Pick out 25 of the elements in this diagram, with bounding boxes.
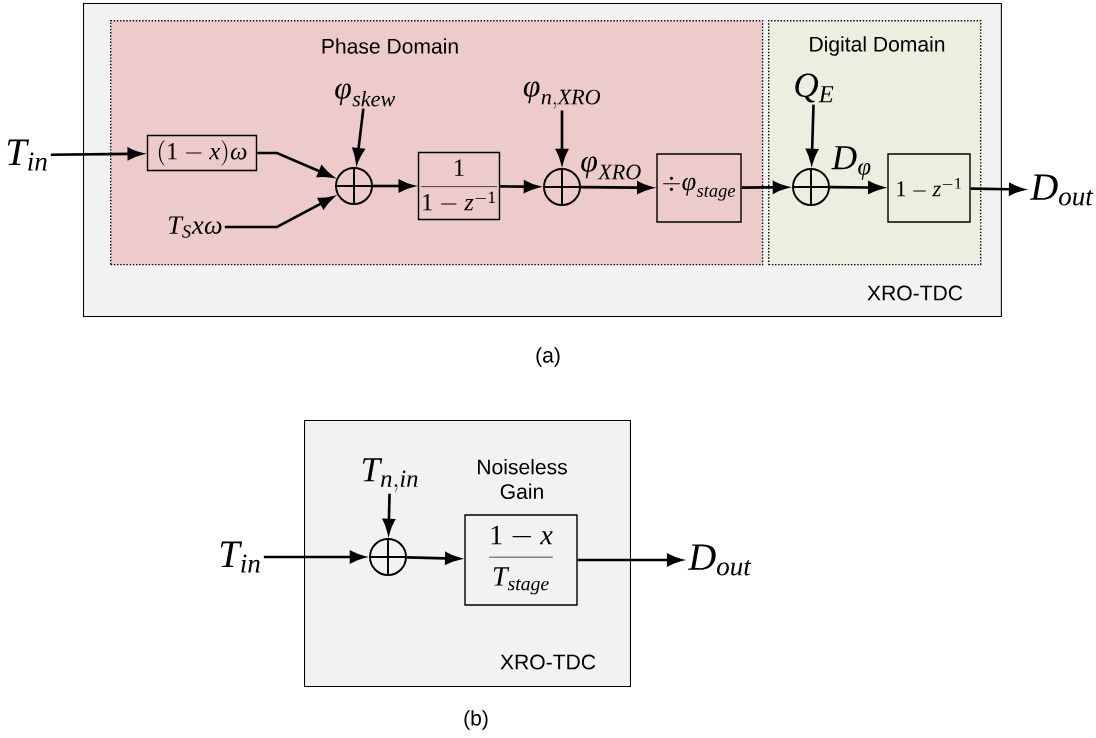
transfer-block: $\frac{1}{1-z^{-1}}$ — [417, 151, 501, 221]
transfer-block: $\div\phi_{stage}$ — [656, 153, 742, 223]
signal-label: $T_{n,in}$ — [362, 458, 418, 492]
signal-label: $\phi_{skew}$ — [335, 83, 396, 107]
signal-label: $T_{in}$ — [7, 139, 47, 171]
node-label: Noiseless Gain — [478, 458, 567, 500]
summing-junction — [335, 167, 373, 205]
edge-label: $D_\phi$ — [831, 146, 871, 180]
panel-label: (a) — [536, 347, 560, 367]
signal-label: $Q_E$ — [795, 73, 834, 103]
panel-label: (b) — [464, 710, 488, 730]
signal-label: $D_{out}$ — [1029, 174, 1094, 206]
summing-junction — [792, 168, 830, 206]
signal-label: $T_S x\omega$ — [169, 216, 222, 238]
arrow — [580, 181, 653, 194]
signal-label: $T_{in}$ — [220, 541, 260, 573]
summing-junction — [369, 538, 407, 576]
summing-junction — [543, 168, 581, 206]
signal-label: $D_{out}$ — [687, 544, 752, 576]
transfer-block: $(1-x)\omega$ — [146, 134, 258, 172]
edge-label: $\phi_{XRO}$ — [581, 156, 641, 180]
signal-label: $\phi_{n,XRO}$ — [523, 81, 601, 109]
transfer-block: $1-z^{-1}$ — [887, 153, 971, 223]
arrow — [406, 552, 461, 565]
transfer-block: Noiseless Gain $\frac{1-x}{T_{stage}}$ — [464, 459, 578, 606]
